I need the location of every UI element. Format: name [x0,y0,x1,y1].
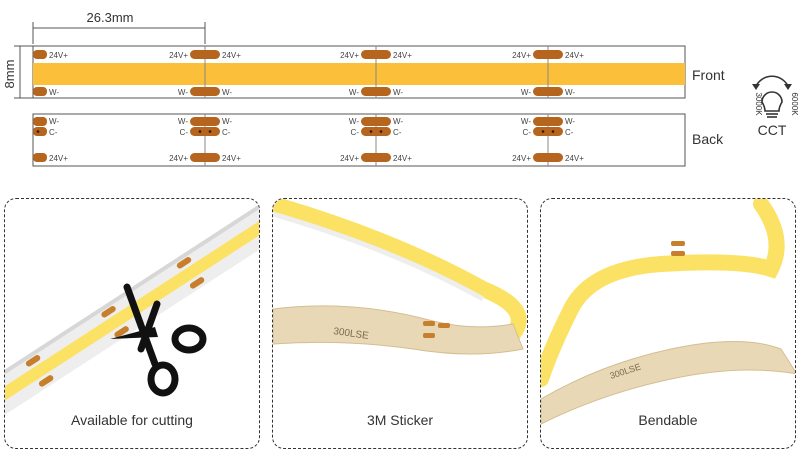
cct-low-label: 3000K [754,92,763,116]
svg-text:C-: C- [222,128,231,137]
svg-text:W-: W- [565,117,575,126]
front-pad-w-left [33,87,47,96]
svg-text:24V+: 24V+ [393,51,412,60]
sticker-caption: 3M Sticker [366,412,434,428]
svg-text:C-: C- [351,128,360,137]
svg-text:C-: C- [523,128,532,137]
svg-text:W-: W- [222,88,232,97]
back-label: Back [692,131,724,147]
svg-text:300LSE: 300LSE [333,326,370,342]
svg-text:24V+: 24V+ [222,154,241,163]
svg-text:24V+: 24V+ [393,154,412,163]
svg-text:C-: C- [49,128,58,137]
bendable-illustration: 300LSE [541,199,795,425]
svg-text:C-: C- [180,128,189,137]
svg-text:W-: W- [393,88,403,97]
svg-text:24V+: 24V+ [565,51,584,60]
cutting-illustration [5,200,259,418]
scissors-icon [123,283,207,397]
svg-text:W-: W- [521,88,531,97]
sticker-panel: 300LSE 3M Sticker [272,198,528,449]
svg-text:C-: C- [565,128,574,137]
svg-text:24V+: 24V+ [512,154,531,163]
svg-text:W-: W- [521,117,531,126]
front-cut-point-1: 24V+ 24V+ W- W- [169,46,241,98]
height-dimension: 8mm [2,45,33,99]
svg-text:24V+: 24V+ [222,51,241,60]
svg-text:W-: W- [349,88,359,97]
back-strip: W- C- 24V+ W- W- C- C- 24V+ 24V+ W- W- C… [32,113,686,167]
cct-bulb-icon [752,75,792,118]
height-dimension-label: 8mm [2,60,17,89]
svg-text:24V+: 24V+ [340,154,359,163]
svg-text:24V+: 24V+ [49,154,68,163]
back-cut-point-3: W- W- C- C- 24V+ 24V+ [512,114,584,166]
front-cut-point-2: 24V+ 24V+ W- W- [340,46,412,98]
svg-text:W-: W- [178,88,188,97]
svg-text:24V+: 24V+ [169,154,188,163]
svg-text:W-: W- [393,117,403,126]
svg-text:W-: W- [565,88,575,97]
svg-text:W-: W- [178,117,188,126]
svg-text:C-: C- [393,128,402,137]
front-strip: 24V+ W- 24V+ 24V+ W- W- 24V+ 24V+ W- W- … [32,45,686,99]
svg-text:24V+: 24V+ [169,51,188,60]
width-dimension: 26.3mm [32,10,206,44]
cutting-panel: Available for cutting [4,198,260,449]
svg-text:24V+: 24V+ [512,51,531,60]
bendable-panel: 300LSE Bendable [540,198,796,449]
cutting-caption: Available for cutting [71,412,193,428]
front-label-24v: 24V+ [49,51,68,60]
svg-text:W-: W- [49,117,59,126]
back-cut-point-2: W- W- C- C- 24V+ 24V+ [340,114,412,166]
sticker-illustration: 300LSE [273,199,527,355]
cct-label: CCT [758,122,787,138]
front-label-w: W- [49,88,59,97]
width-dimension-label: 26.3mm [87,10,134,25]
front-pad-24v-left [33,50,47,59]
svg-text:W-: W- [222,117,232,126]
back-cut-point-1: W- W- C- C- 24V+ 24V+ [169,114,241,166]
front-label: Front [692,67,725,83]
strip-diagram: 26.3mm 8mm 24V+ W- 24V+ 24V+ W- W- 2 [2,10,799,167]
cct-high-label: 6000K [790,92,799,116]
bendable-caption: Bendable [638,412,698,428]
svg-text:24V+: 24V+ [565,154,584,163]
svg-text:W-: W- [349,117,359,126]
svg-text:24V+: 24V+ [340,51,359,60]
front-cut-point-3: 24V+ 24V+ W- W- [512,46,584,98]
